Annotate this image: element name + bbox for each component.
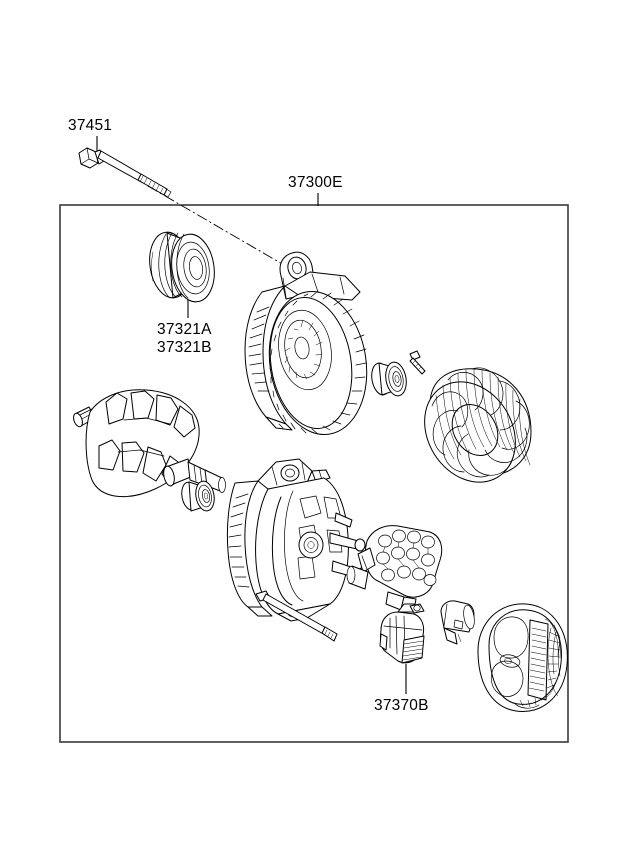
rotor-part <box>73 389 226 498</box>
drive-pulley-part <box>149 231 215 303</box>
part-label-37451: 37451 <box>68 117 113 134</box>
bolt-axis-centerline <box>147 185 297 273</box>
front-bearing-part <box>371 361 407 397</box>
part-label-37321A: 37321A <box>157 321 212 338</box>
rear-housing-part <box>226 458 368 622</box>
rear-cover-part <box>477 603 568 713</box>
part-label-37321B: 37321B <box>157 339 212 356</box>
voltage-regulator-part <box>379 603 425 664</box>
front-housing-part <box>244 251 368 436</box>
diagram-frame <box>59 204 569 743</box>
part-label-37370B: 37370B <box>374 697 429 714</box>
part-label-37300E: 37300E <box>288 174 343 191</box>
through-bolt-part <box>255 590 338 642</box>
rear-bearing-part <box>181 480 215 512</box>
bearing-retainer-screw-part <box>409 350 426 375</box>
rectifier-part <box>346 525 443 611</box>
terminal-cap-part <box>440 600 475 645</box>
mounting-bolt-part <box>78 147 172 198</box>
stator-coil-part <box>424 367 532 483</box>
